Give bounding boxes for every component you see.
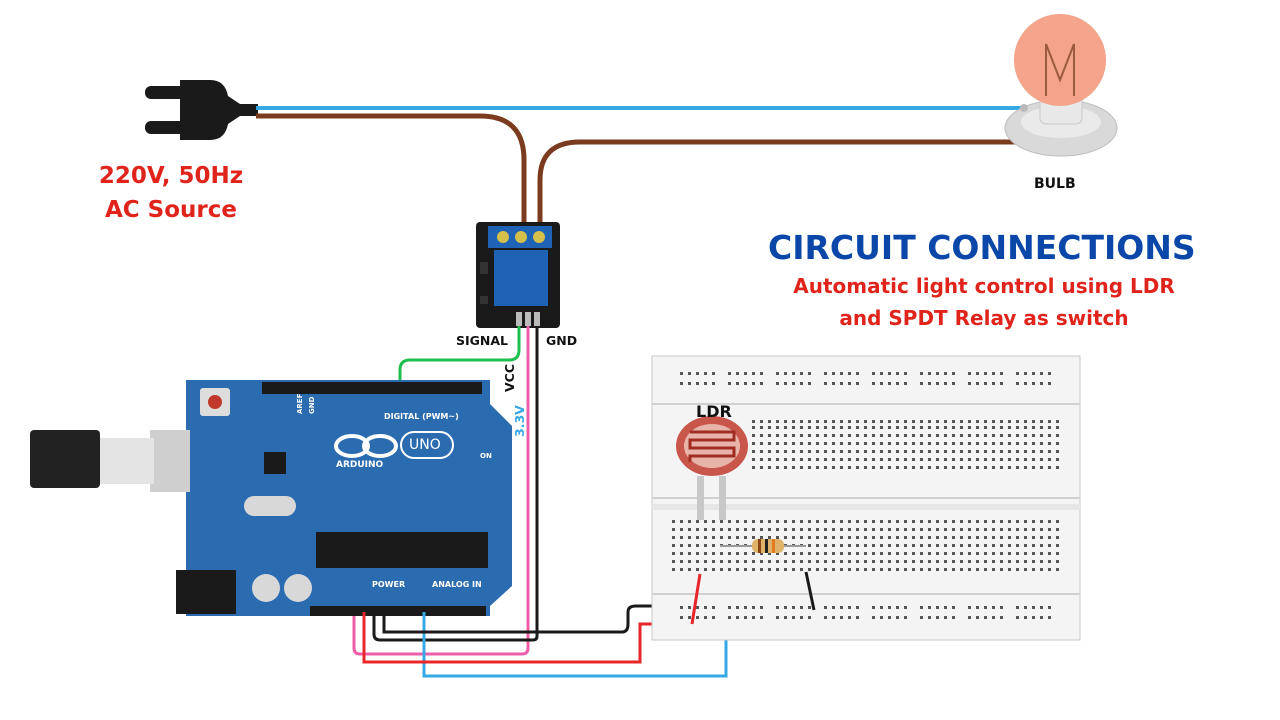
breadboard	[651, 355, 1081, 641]
mains-wire-brown	[256, 113, 527, 228]
arduino-on-label: ON	[480, 452, 492, 460]
arduino-aref-label: AREF	[296, 393, 304, 414]
arduino-uno-board	[30, 380, 512, 616]
relay-module	[476, 222, 560, 328]
subtitle-line-1: Automatic light control using LDR	[793, 274, 1175, 298]
breadboard-jumper-red	[690, 573, 702, 625]
source-voltage-label: 220V, 50Hz	[98, 163, 244, 189]
resistor-icon	[720, 539, 806, 553]
gnd-wire-black	[372, 326, 539, 642]
ldr-label: LDR	[696, 402, 732, 421]
subtitle-line-2: and SPDT Relay as switch	[839, 306, 1129, 330]
signal-wire-green	[398, 326, 521, 386]
arduino-gnd-label: GND	[308, 396, 316, 414]
breadboard-jumper-black	[804, 571, 816, 611]
relay-vcc-label: VCC	[502, 363, 517, 392]
ac-plug-icon	[145, 80, 258, 140]
ldr-sensor-icon	[676, 416, 748, 520]
arduino-power-label: POWER	[372, 580, 406, 589]
bulb-icon	[1004, 14, 1118, 157]
relay-gnd-label: GND	[546, 333, 578, 348]
arduino-analog-label: ANALOG IN	[432, 580, 482, 589]
relay-3v3-label: 3.3V	[512, 405, 527, 437]
arduino-model-label: UNO	[409, 437, 441, 453]
source-type-label: AC Source	[104, 197, 237, 223]
arduino-logo-icon	[334, 431, 454, 459]
bulb-label: BULB	[1034, 176, 1076, 192]
arduino-digital-label: DIGITAL (PWM~)	[384, 412, 459, 421]
vcc-wire-pink	[352, 326, 530, 656]
ground-wire-black	[382, 604, 690, 634]
arduino-brand-label: ARDUINO	[336, 460, 384, 470]
relay-signal-label: SIGNAL	[456, 333, 509, 348]
page-title: CIRCUIT CONNECTIONS	[768, 228, 1196, 267]
